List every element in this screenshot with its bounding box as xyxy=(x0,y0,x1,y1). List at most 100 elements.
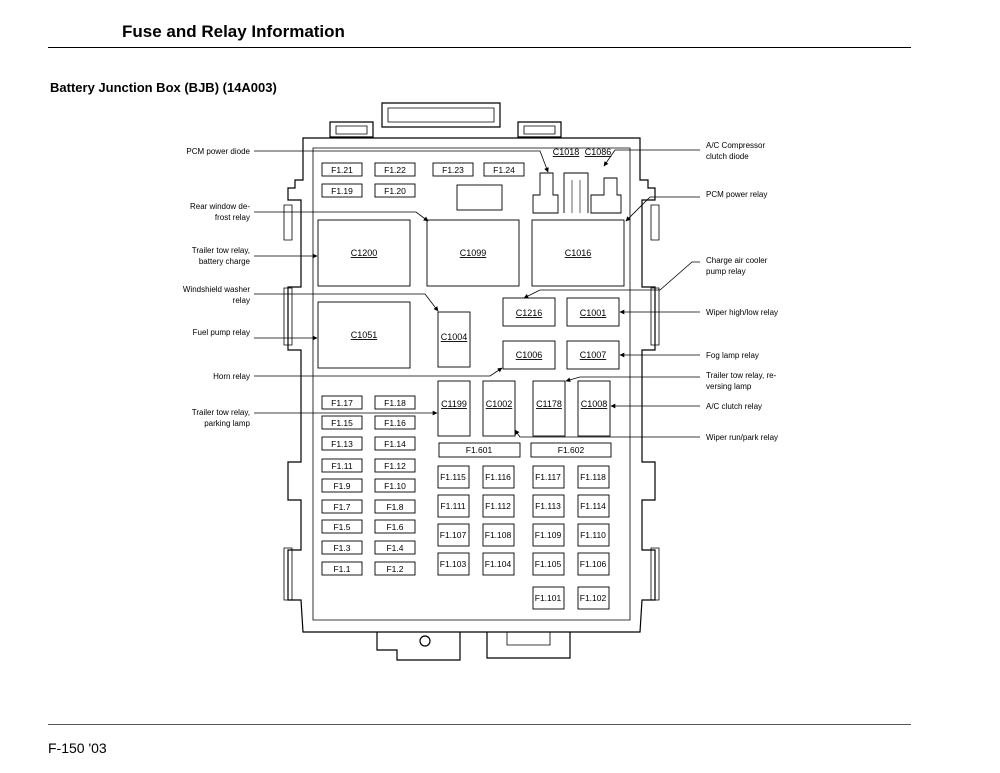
relay-label: C1216 xyxy=(516,308,543,318)
fuse-label: F1.101 xyxy=(535,593,562,603)
fuse-F1_7 xyxy=(321,499,363,514)
fuse-F1_14 xyxy=(374,436,416,451)
fuse-F1_13 xyxy=(321,436,363,451)
relay-C1007 xyxy=(566,340,620,370)
callout-rear-window-defrost: frost relay xyxy=(215,213,250,222)
fuse-label: F1.23 xyxy=(442,165,464,175)
housing-outline xyxy=(283,102,660,661)
fuse-label: F1.4 xyxy=(386,543,403,553)
fuse-label: F1.2 xyxy=(386,564,403,574)
fuse-F1_16 xyxy=(374,415,416,430)
fuse-F1_116 xyxy=(482,465,515,489)
header-divider xyxy=(48,47,911,48)
callout-pcm-power-diode: PCM power diode xyxy=(186,147,250,156)
relay-C1051 xyxy=(317,301,411,369)
relay-label: C1002 xyxy=(486,399,513,409)
relay-C1178 xyxy=(532,380,566,437)
fuse-F1_11 xyxy=(321,458,363,473)
fuse-F1_21 xyxy=(321,162,363,177)
relay-label: C1199 xyxy=(441,399,467,409)
fuse-label: F1.109 xyxy=(535,530,562,540)
fuse-label: F1.114 xyxy=(580,501,606,511)
fuse-F1_110 xyxy=(577,523,610,547)
fuse-F1_107 xyxy=(437,523,470,547)
fuse-F1_4 xyxy=(374,540,416,555)
fuse-label: F1.22 xyxy=(384,165,406,175)
relay-C1216 xyxy=(502,297,556,327)
fuse-F1_106 xyxy=(577,552,610,576)
fuse-label: F1.105 xyxy=(535,559,562,569)
fuse-F1_20 xyxy=(374,183,416,198)
relay-C1099 xyxy=(426,219,520,287)
fuse-label: F1.115 xyxy=(440,472,466,482)
callout-wiper-run-park: Wiper run/park relay xyxy=(706,433,778,442)
leader-lines xyxy=(254,149,700,438)
callout-fuel-pump: Fuel pump relay xyxy=(193,328,250,337)
fuse-label: F1.14 xyxy=(384,439,406,449)
fuse-F1_22 xyxy=(374,162,416,177)
fuse-F1_602 xyxy=(530,442,612,458)
callout-trailer-battery-charge: Trailer tow relay, xyxy=(192,246,250,255)
relay-label: C1007 xyxy=(580,350,607,360)
fuse-label: F1.118 xyxy=(580,472,606,482)
callout-horn: Horn relay xyxy=(213,372,250,381)
callout-charge-air-cooler: pump relay xyxy=(706,267,746,276)
fuse-label: F1.24 xyxy=(493,165,515,175)
callout-fog-lamp: Fog lamp relay xyxy=(706,351,759,360)
relay-C1004 xyxy=(437,311,471,368)
fuse-F1_5 xyxy=(321,519,363,534)
fuse-label: F1.602 xyxy=(558,445,585,455)
callout-trailer-parking-lamp: Trailer tow relay, xyxy=(192,408,250,417)
fuse-label: F1.112 xyxy=(485,501,511,511)
fuse-label: F1.12 xyxy=(384,461,406,471)
fuse-label: F1.19 xyxy=(331,186,353,196)
fuse-F1_103 xyxy=(437,552,470,576)
fuse-F1_118 xyxy=(577,465,610,489)
fuse-F1_15 xyxy=(321,415,363,430)
fuse-F1_18 xyxy=(374,395,416,410)
fuse-label: F1.15 xyxy=(331,418,353,428)
fuse-label: F1.5 xyxy=(333,522,350,532)
fuse-label: F1.9 xyxy=(333,481,350,491)
fuse-label: F1.3 xyxy=(333,543,350,553)
fuse-F1_17 xyxy=(321,395,363,410)
fuse-F1_6 xyxy=(374,519,416,534)
diode-C1018-block xyxy=(532,172,559,214)
fuse-label: F1.111 xyxy=(440,501,465,511)
relay-label: C1099 xyxy=(460,248,487,258)
relay-label: C1200 xyxy=(351,248,378,258)
fuse-label: F1.117 xyxy=(535,472,561,482)
fuse-label: F1.1 xyxy=(333,564,350,574)
relay-group xyxy=(317,219,625,437)
relay-label: C1004 xyxy=(441,332,468,342)
callout-windshield-washer: relay xyxy=(233,296,250,305)
fuse-label: F1.21 xyxy=(331,165,353,175)
fuse-F1_10 xyxy=(374,478,416,493)
blank-module xyxy=(456,184,503,211)
relay-label: C1086 xyxy=(585,147,612,157)
callout-ac-compressor-diode: A/C Compressor xyxy=(706,141,765,150)
fuse-label: F1.7 xyxy=(333,502,350,512)
relay-label: C1001 xyxy=(580,308,607,318)
relay-label: C1016 xyxy=(565,248,592,258)
fuse-F1_9 xyxy=(321,478,363,493)
fuse-label: F1.108 xyxy=(485,530,512,540)
callout-trailer-battery-charge: battery charge xyxy=(199,257,251,266)
fuse-label: F1.20 xyxy=(384,186,406,196)
callout-wiper-high-low: Wiper high/low relay xyxy=(706,308,778,317)
relay-C1002 xyxy=(482,380,516,437)
fuse-F1_1 xyxy=(321,561,363,576)
fuse-F1_2 xyxy=(374,561,416,576)
diode-C1086-block xyxy=(563,172,622,214)
fuse-label: F1.104 xyxy=(485,559,512,569)
fuse-F1_102 xyxy=(577,586,610,610)
fuse-label: F1.107 xyxy=(440,530,467,540)
fuse-F1_108 xyxy=(482,523,515,547)
fuse-label: F1.113 xyxy=(535,501,561,511)
fuse-F1_24 xyxy=(483,162,525,177)
fuse-F1_117 xyxy=(532,465,565,489)
fuse-F1_12 xyxy=(374,458,416,473)
callout-ac-clutch: A/C clutch relay xyxy=(706,402,762,411)
section-title: Battery Junction Box (BJB) (14A003) xyxy=(50,80,277,95)
fuse-label: F1.10 xyxy=(384,481,406,491)
